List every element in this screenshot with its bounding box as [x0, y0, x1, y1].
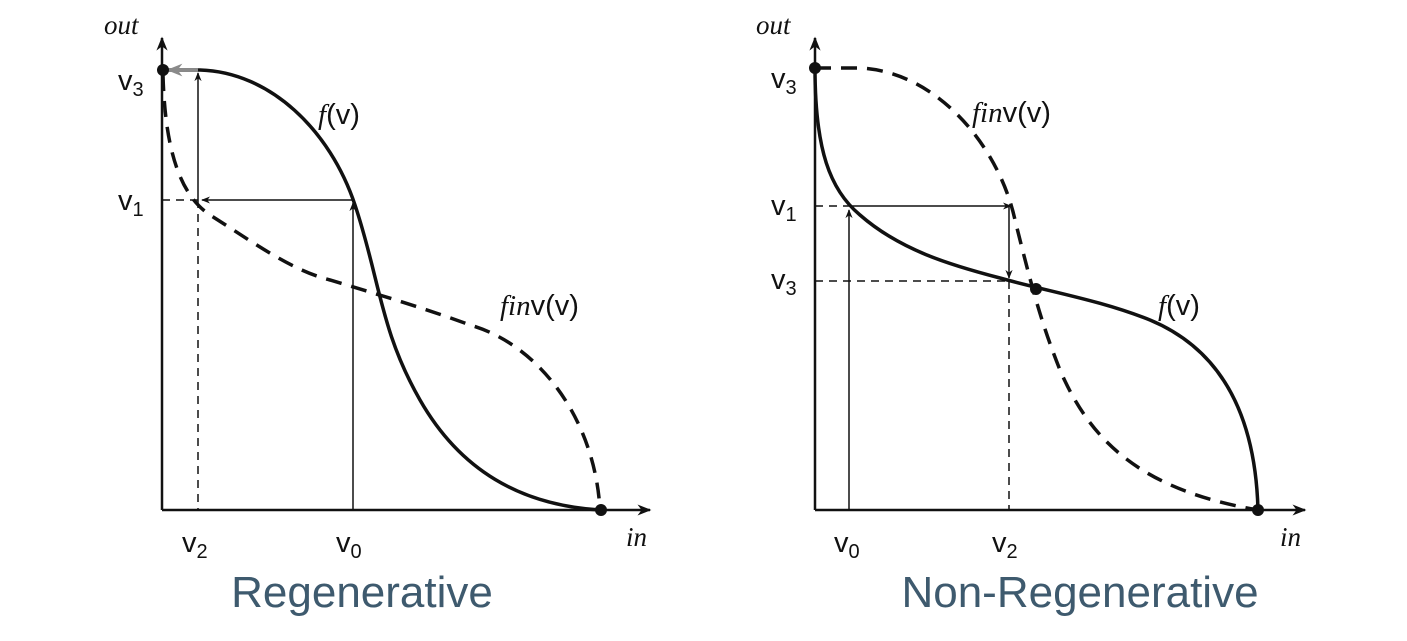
- left-curve-finv-label: finv(v): [500, 290, 579, 322]
- left-stable-point-top: [157, 64, 169, 76]
- right-panel: out in v3 v1 v3 v0 v2 finv(v) f(v) Non-R…: [756, 10, 1307, 617]
- left-panel: out in v3 v1 v2 v0 f(v) finv(v) Regenera…: [104, 10, 652, 617]
- right-y-tick-v1: v1: [771, 190, 797, 226]
- right-x-axis-label: in: [1280, 522, 1301, 552]
- right-curve-finv-label: finv(v): [972, 97, 1051, 129]
- right-stable-point-middle: [1030, 283, 1042, 295]
- right-y-tick-v3-mid: v3: [771, 264, 797, 300]
- right-y-axis-label: out: [756, 10, 792, 40]
- right-x-tick-v0: v0: [834, 527, 860, 563]
- left-caption: Regenerative: [231, 568, 493, 617]
- left-x-tick-v2: v2: [182, 527, 208, 563]
- right-y-tick-v3-top: v3: [771, 63, 797, 99]
- left-x-axis-label: in: [626, 522, 647, 552]
- left-y-tick-v1: v1: [118, 185, 144, 221]
- left-y-tick-v3: v3: [118, 65, 144, 101]
- left-curve-f-label: f(v): [318, 99, 360, 131]
- right-point-bottom: [1252, 504, 1264, 516]
- left-x-tick-v0: v0: [336, 527, 362, 563]
- right-curve-f-label: f(v): [1158, 290, 1200, 322]
- left-curve-finv: [161, 74, 602, 511]
- right-caption: Non-Regenerative: [901, 568, 1258, 617]
- left-curve-f: [163, 68, 601, 512]
- right-point-top: [809, 62, 821, 74]
- left-stable-point-bottom: [595, 504, 607, 516]
- left-y-axis-label: out: [104, 10, 140, 40]
- right-curve-finv: [815, 66, 1259, 512]
- right-x-tick-v2: v2: [992, 527, 1018, 563]
- right-curve-f: [813, 67, 1260, 511]
